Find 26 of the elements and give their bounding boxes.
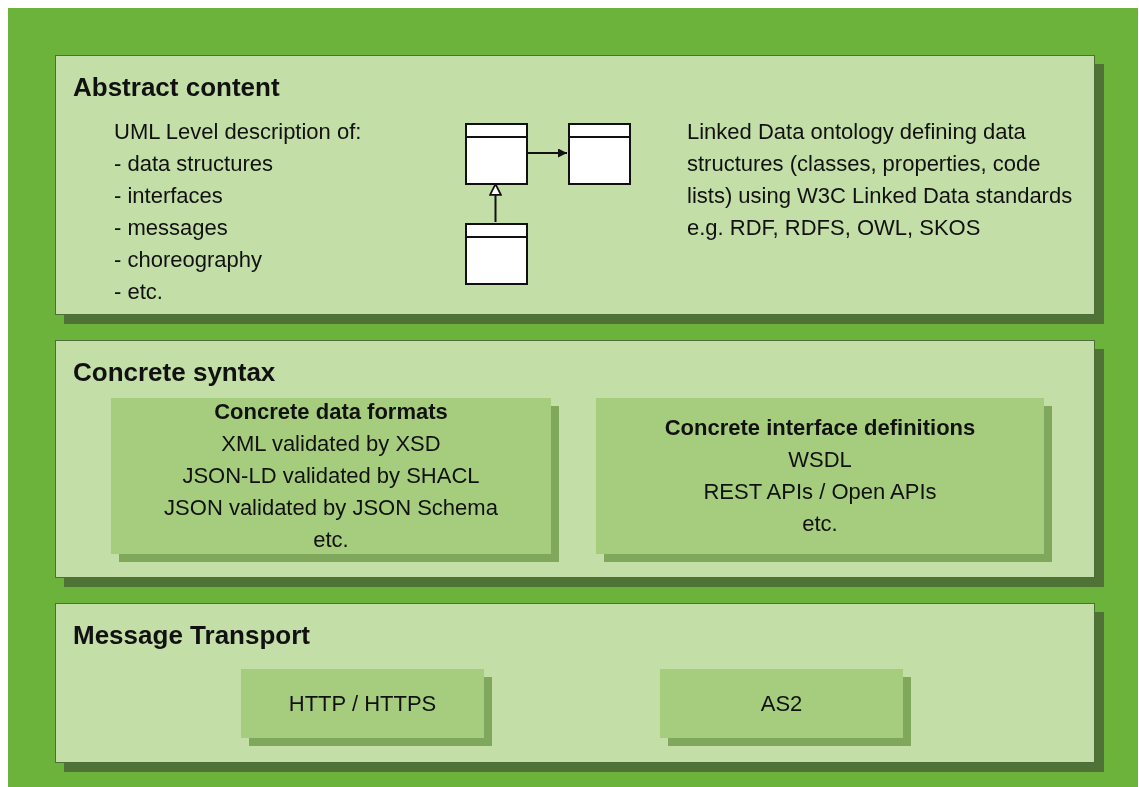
list-item: - data structures (114, 150, 274, 178)
box-heading: Concrete interface definitions (664, 414, 976, 442)
inheritance-arrow (489, 183, 502, 223)
class-box (568, 123, 631, 185)
arrow (526, 148, 568, 158)
format-item: etc. (802, 510, 838, 538)
format-item: etc. (313, 526, 349, 554)
box-label: HTTP / HTTPS (288, 689, 437, 718)
format-item: JSON validated by JSON Schema (164, 494, 498, 522)
description-text: Linked Data ontology defining data structures (classes, properties, code lists) using W3C Linked Data standards e.g. RDF, RDFS, OWL, SKOS (687, 118, 1074, 242)
list-item: - interfaces (114, 182, 224, 210)
list-item: - choreography (114, 246, 263, 274)
list-item: - etc. (114, 278, 164, 306)
box-label: AS2 (760, 689, 803, 718)
format-item: REST APIs / Open APIs (703, 478, 937, 506)
class-box (465, 123, 528, 185)
format-item: XML validated by XSD (221, 430, 441, 458)
box-heading: Concrete data formats (214, 398, 448, 426)
panel-heading: Abstract content (73, 72, 280, 103)
class-box (465, 223, 528, 285)
panel-heading: Message Transport (73, 620, 310, 651)
description-text: UML Level description of: (114, 118, 362, 146)
format-item: WSDL (788, 446, 852, 474)
panel-heading: Concrete syntax (73, 357, 276, 388)
format-item: JSON-LD validated by SHACL (182, 462, 480, 490)
list-item: - messages (114, 214, 229, 242)
